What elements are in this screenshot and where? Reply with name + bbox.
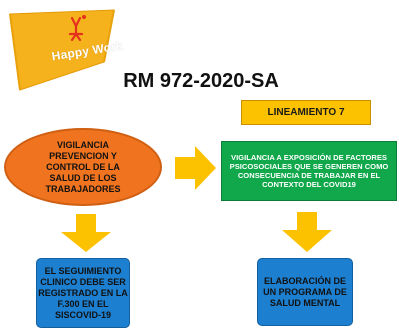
salud-mental-text: ELABORACIÓN DE UN PROGRAMA DE SALUD MENT…: [263, 275, 347, 308]
right-arrow-icon: [175, 146, 216, 190]
vigilancia-text: VIGILANCIA PREVENCION Y CONTROL DE LA SA…: [45, 139, 121, 194]
seguimiento-text: EL SEGUIMIENTO CLINICO DEBE SER REGISTRA…: [38, 265, 128, 320]
happy-work-logo: [9, 9, 115, 91]
vigilancia-ellipse: VIGILANCIA PREVENCION Y CONTROL DE LA SA…: [4, 128, 162, 206]
figure-icon: [68, 16, 84, 42]
seguimiento-box: EL SEGUIMIENTO CLINICO DEBE SER REGISTRA…: [36, 258, 130, 328]
psicosocial-box: VIGILANCIA A EXPOSICIÓN DE FACTORES PSIC…: [221, 141, 397, 201]
lineamiento-text: LINEAMIENTO 7: [267, 107, 345, 118]
lineamiento-label: LINEAMIENTO 7: [241, 100, 371, 125]
page-title: RM 972-2020-SA: [123, 70, 279, 92]
salud-mental-box: ELABORACIÓN DE UN PROGRAMA DE SALUD MENT…: [257, 258, 353, 326]
down-arrow-left-icon: [61, 214, 111, 252]
psicosocial-text: VIGILANCIA A EXPOSICIÓN DE FACTORES PSIC…: [229, 152, 389, 190]
down-arrow-right-icon: [282, 212, 332, 252]
